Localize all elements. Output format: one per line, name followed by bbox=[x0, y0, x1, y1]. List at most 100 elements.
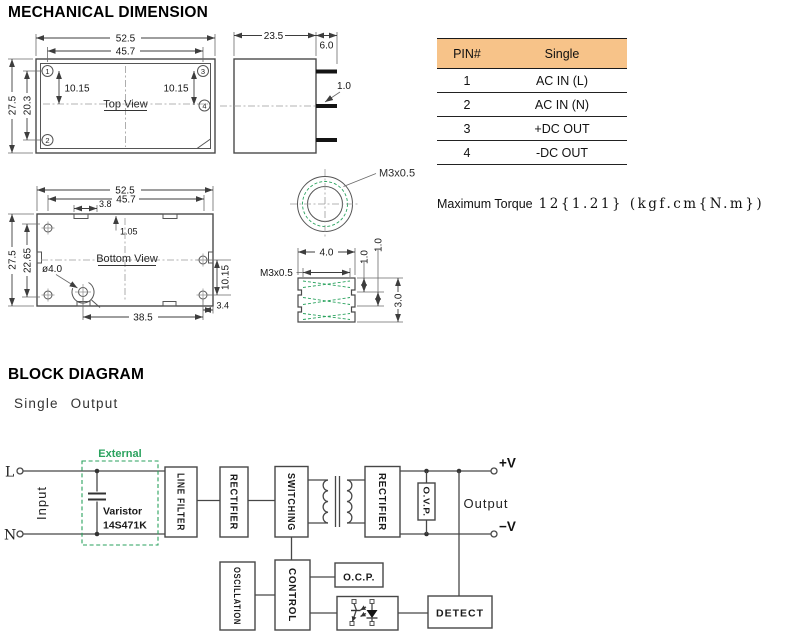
pin4-number: 4 bbox=[202, 101, 206, 110]
table-row: 3 +DC OUT bbox=[437, 117, 627, 141]
mounting-holes bbox=[41, 221, 210, 302]
side-view-outline bbox=[233, 58, 317, 154]
dim-hole-span: 38.5 bbox=[133, 313, 153, 324]
dim-hole-pitch: 10.15 bbox=[221, 265, 232, 290]
dim-insert-width: 4.0 bbox=[320, 248, 334, 259]
thread-top-view: M3x0.5 bbox=[290, 168, 415, 239]
line-filter-block bbox=[164, 466, 198, 538]
corner-mark bbox=[196, 138, 211, 149]
side-view-drawing: 23.5 6.0 1.0 bbox=[220, 30, 351, 154]
mechanical-drawing: 1 2 3 4 52.5 45.7 27.5 20.3 10.15 10.15 … bbox=[6, 30, 415, 324]
led-symbol bbox=[366, 610, 378, 618]
line-filter-label: LINE FILTER bbox=[175, 473, 186, 531]
table-row: 1 AC IN (L) bbox=[437, 69, 627, 93]
dim-hole-dia: ø4.0 bbox=[42, 264, 62, 275]
dim-top-width-pins: 45.7 bbox=[116, 47, 136, 58]
switching-label: SWITCHING bbox=[285, 473, 296, 531]
control-label: CONTROL bbox=[286, 568, 297, 622]
ocp-block bbox=[334, 562, 384, 588]
terminal-n-label: N bbox=[4, 528, 16, 544]
switching-block bbox=[274, 465, 309, 538]
torque-value: 12{1.21} (kgf.cm{N.m}) bbox=[538, 196, 765, 212]
mechanical-dimension-title: MECHANICAL DIMENSION bbox=[8, 4, 209, 21]
block-diagram: L N Input External Varistor 14S471K LINE… bbox=[4, 448, 516, 631]
dim-pin-pitch-right: 10.15 bbox=[163, 84, 188, 95]
terminal-n bbox=[16, 530, 24, 538]
dim-top-height-outer: 27.5 bbox=[8, 95, 19, 115]
varistor-label-line1: Varistor bbox=[103, 506, 142, 518]
terminal-l-label: L bbox=[5, 465, 14, 481]
external-dashed-box bbox=[81, 460, 159, 546]
v-minus-label: −V bbox=[499, 519, 516, 534]
pin-lead bbox=[316, 138, 337, 142]
ocp-label: O.C.P. bbox=[343, 573, 375, 584]
dim-notch-width: 3.8 bbox=[99, 199, 112, 209]
control-block bbox=[274, 559, 311, 631]
external-varistor-section: External Varistor 14S471K bbox=[81, 448, 159, 546]
phototransistor-symbol bbox=[353, 603, 358, 611]
table-row: 4 -DC OUT bbox=[437, 141, 627, 165]
table-header-row: PIN# Single bbox=[437, 38, 627, 69]
thread-label: M3x0.5 bbox=[379, 168, 415, 180]
bottom-view-label: Bottom View bbox=[96, 253, 158, 265]
pin3-marker bbox=[197, 65, 209, 77]
dim-pin-length: 6.0 bbox=[320, 41, 334, 52]
pin-lead bbox=[316, 69, 337, 74]
rectifier-in-block bbox=[219, 466, 249, 538]
varistor-label-line2: 14S471K bbox=[103, 520, 147, 532]
insert-side-view: 4.0 M3x0.5 1.0 1.0 3.0 bbox=[260, 238, 405, 323]
top-view-inner-outline bbox=[40, 63, 211, 149]
dim-top-height-pins: 20.3 bbox=[23, 95, 34, 115]
external-label: External bbox=[98, 448, 141, 460]
block-diagram-title: BLOCK DIAGRAM bbox=[8, 366, 145, 383]
detect-block bbox=[427, 595, 493, 629]
screw-hole bbox=[71, 282, 101, 308]
dim-bottom-height-outer: 27.5 bbox=[8, 250, 19, 270]
dim-bottom-width-inner: 45.7 bbox=[116, 195, 136, 206]
dim-insert-step2: 1.0 bbox=[374, 238, 385, 252]
transformer-symbol bbox=[308, 476, 365, 527]
pin-lead bbox=[316, 104, 337, 108]
table-row: 2 AC IN (N) bbox=[437, 93, 627, 117]
oscillation-label: OSCILLATION bbox=[231, 567, 242, 625]
thread-lines bbox=[302, 280, 351, 320]
detect-label: DETECT bbox=[436, 608, 484, 620]
pin3-number: 3 bbox=[201, 67, 205, 76]
output-label: Output bbox=[463, 496, 508, 511]
optocoupler-symbol bbox=[336, 595, 399, 631]
input-label: Input bbox=[34, 486, 49, 520]
dim-bottom-height-inner: 22.65 bbox=[23, 248, 34, 273]
dim-depth: 23.5 bbox=[264, 31, 284, 42]
top-view-label: Top View bbox=[103, 99, 147, 111]
oscillation-block bbox=[219, 561, 256, 631]
bottom-view-drawing: ø4.0 Bottom View 52.5 45.7 3.8 1.05 27.5… bbox=[6, 184, 232, 324]
terminal-v-plus bbox=[490, 467, 498, 475]
terminal-l bbox=[16, 467, 24, 475]
block-diagram-subtitle: Single Output bbox=[14, 396, 119, 411]
dim-pin-pitch-left: 10.15 bbox=[64, 84, 89, 95]
pin-function-table: PIN# Single 1 AC IN (L) 2 AC IN (N) 3 +D… bbox=[437, 38, 627, 165]
pin4-marker bbox=[198, 99, 211, 112]
insert-outline bbox=[297, 277, 356, 323]
top-view-drawing: 1 2 3 4 52.5 45.7 27.5 20.3 10.15 10.15 … bbox=[6, 32, 216, 154]
col-header-single: Single bbox=[544, 46, 580, 61]
insert-thread-label: M3x0.5 bbox=[260, 268, 293, 279]
pin2-number: 2 bbox=[45, 136, 49, 145]
torque-label: Maximum Torque bbox=[437, 197, 533, 211]
rectifier-in-label: RECTIFIER bbox=[228, 474, 239, 530]
pin1-number: 1 bbox=[45, 67, 49, 76]
col-header-pin: PIN# bbox=[453, 46, 481, 61]
dim-pin-thickness: 1.0 bbox=[337, 81, 351, 92]
dim-edge-gap: 3.4 bbox=[217, 301, 230, 311]
dim-insert-step1: 1.0 bbox=[360, 250, 371, 264]
rectifier-out-label: RECTIFIER bbox=[376, 473, 387, 531]
terminal-v-minus bbox=[490, 530, 498, 538]
dim-top-width-outer: 52.5 bbox=[116, 34, 136, 45]
ovp-label: O.V.P. bbox=[422, 487, 432, 517]
dim-insert-height: 3.0 bbox=[394, 293, 405, 307]
dim-notch-depth: 1.05 bbox=[120, 227, 138, 237]
dim-bottom-width-outer: 52.5 bbox=[115, 186, 135, 197]
top-view-outline bbox=[35, 58, 216, 154]
v-plus-label: +V bbox=[499, 456, 516, 471]
rectifier-out-block bbox=[364, 465, 401, 538]
